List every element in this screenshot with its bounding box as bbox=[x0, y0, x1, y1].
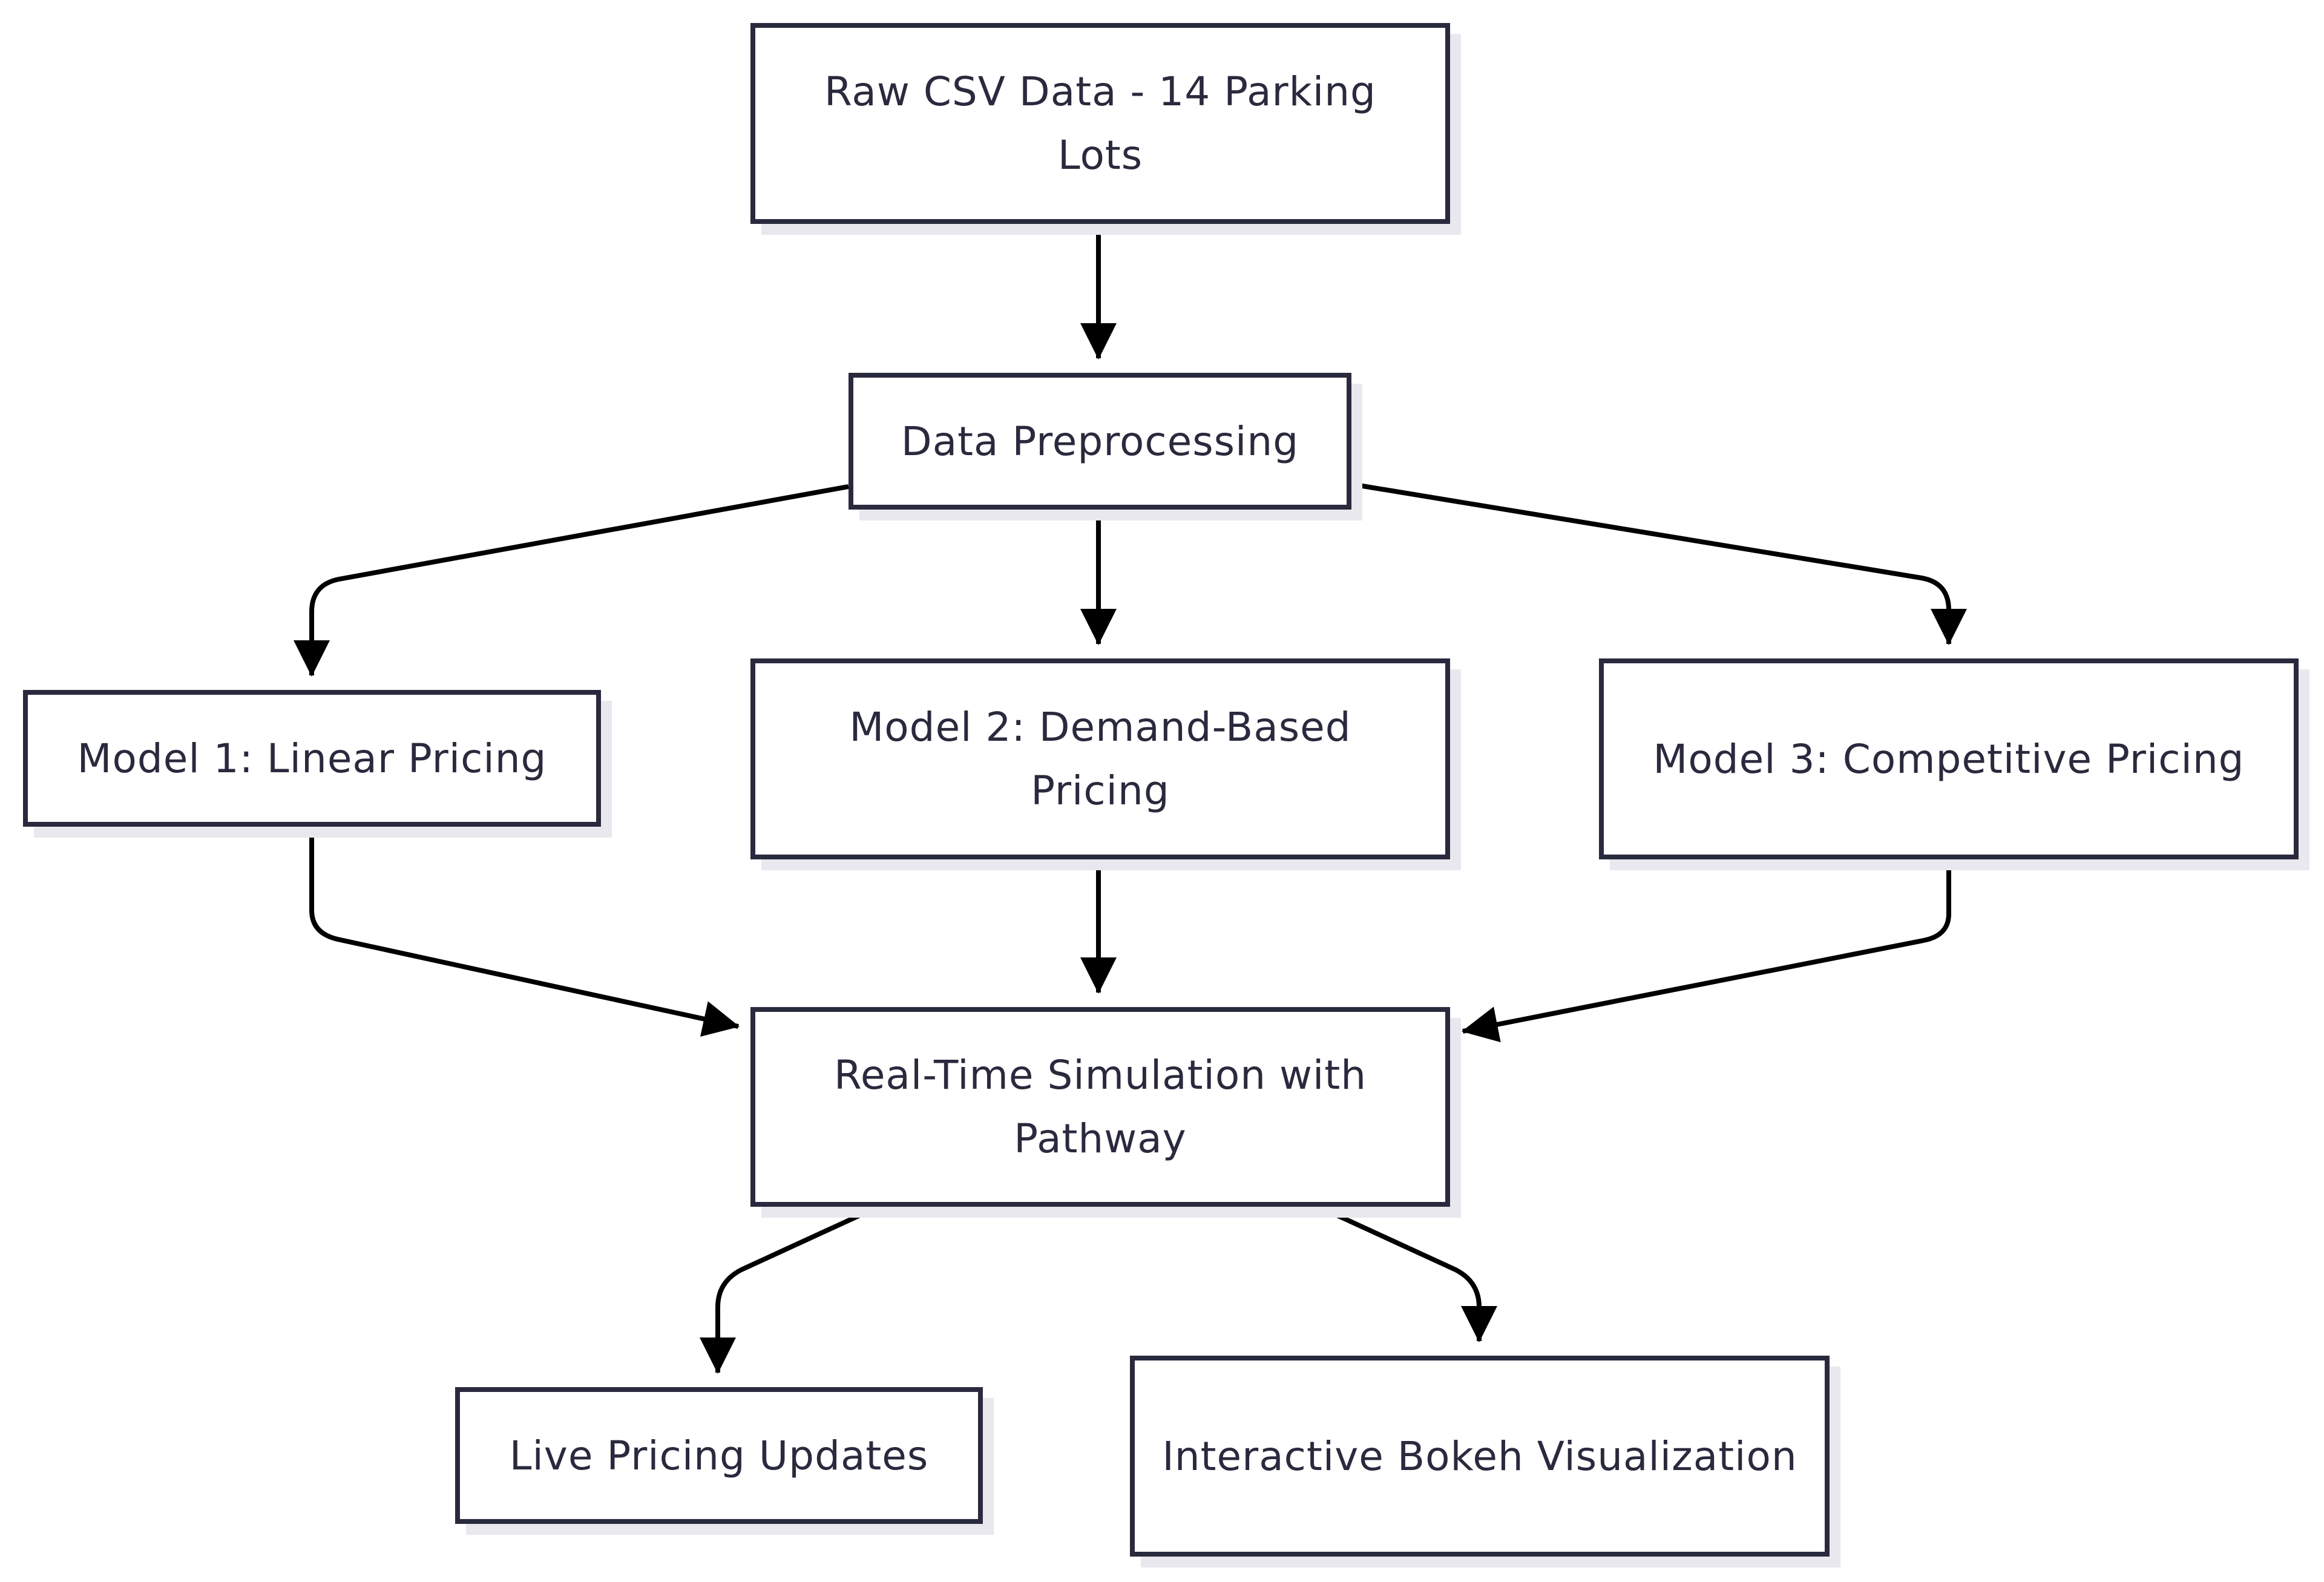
node-model-2-label: Model 2: Demand-Based Pricing bbox=[849, 704, 1351, 814]
node-real-time-simulation-label: Real-Time Simulation with Pathway bbox=[833, 1052, 1367, 1162]
edge-simulation-to-live-updates bbox=[700, 1202, 885, 1374]
node-live-pricing-updates-label: Live Pricing Updates bbox=[509, 1432, 929, 1479]
node-data-preprocessing: Data Preprocessing bbox=[849, 373, 1351, 510]
node-data-preprocessing-label: Data Preprocessing bbox=[901, 418, 1299, 465]
node-raw-data: Raw CSV Data - 14 Parking Lots bbox=[750, 23, 1450, 224]
edge-preprocessing-to-model1 bbox=[294, 484, 849, 677]
node-real-time-simulation: Real-Time Simulation with Pathway bbox=[750, 1007, 1450, 1207]
edge-model3-to-simulation bbox=[1462, 857, 1951, 1043]
edge-model1-to-simulation bbox=[309, 827, 740, 1037]
node-raw-data-label: Raw CSV Data - 14 Parking Lots bbox=[824, 68, 1376, 179]
node-model-1: Model 1: Linear Pricing bbox=[23, 690, 601, 827]
node-bokeh-visualization: Interactive Bokeh Visualization bbox=[1130, 1356, 1830, 1557]
edge-simulation-to-bokeh bbox=[1312, 1202, 1497, 1342]
node-model-1-label: Model 1: Linear Pricing bbox=[77, 735, 547, 782]
node-model-3-label: Model 3: Competitive Pricing bbox=[1653, 735, 2245, 783]
node-live-pricing-updates: Live Pricing Updates bbox=[455, 1387, 983, 1524]
edge-preprocessing-to-model3 bbox=[1351, 482, 1967, 645]
node-bokeh-visualization-label: Interactive Bokeh Visualization bbox=[1162, 1433, 1797, 1480]
node-model-3: Model 3: Competitive Pricing bbox=[1599, 658, 2299, 859]
node-model-2: Model 2: Demand-Based Pricing bbox=[750, 658, 1450, 859]
